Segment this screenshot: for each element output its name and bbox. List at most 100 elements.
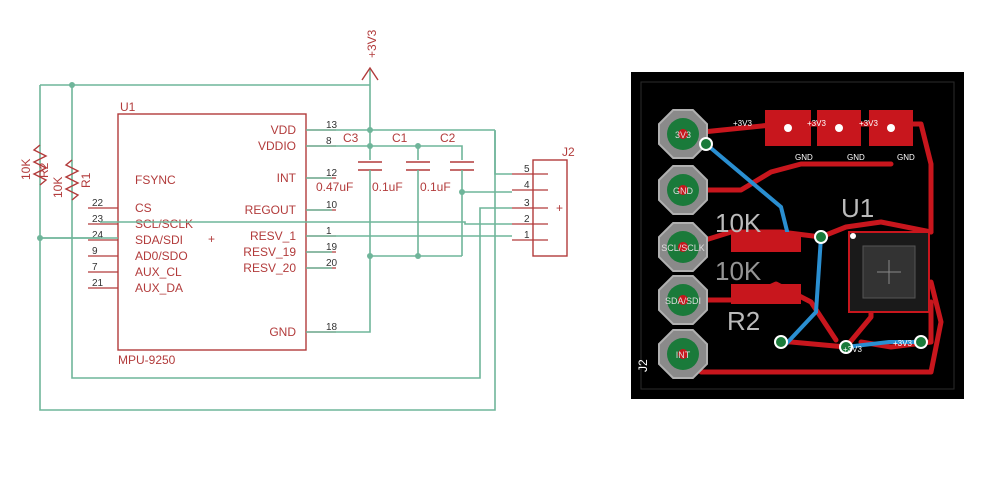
- u1-left-pin: 7 AUX_CL: [88, 262, 182, 279]
- pin-name: VDD: [271, 123, 297, 137]
- u1-right-pin-group: 13VDD8VDDIO12INT10REGOUT1RESV_119RESV_19…: [243, 120, 337, 339]
- pin-number: 21: [92, 278, 104, 289]
- pcb-net-label: +3V3: [733, 119, 752, 128]
- pin-number: 23: [92, 214, 104, 225]
- pcb-resistor-label-2: 10K: [715, 256, 762, 286]
- u1-origin-mark: +: [208, 232, 215, 246]
- pcb-resistor-label-1: 10K: [715, 208, 762, 238]
- capacitor-c3: C3 0.47uF: [316, 131, 382, 194]
- pcb-vias: [699, 137, 928, 354]
- pin-number: 24: [92, 230, 104, 241]
- pin-number: 2: [524, 214, 530, 225]
- pin-number: 1: [524, 230, 530, 241]
- u1-body: [117, 113, 307, 351]
- pin-number: 22: [92, 198, 104, 209]
- pcb-net-label: +3V3: [807, 119, 826, 128]
- resistor-r2: 10K: [19, 144, 48, 186]
- pin-name: FSYNC: [135, 173, 176, 187]
- pin-number: 10: [326, 200, 338, 211]
- c3-ref: C3: [343, 131, 359, 145]
- junction: [69, 82, 75, 88]
- u1-value: MPU-9250: [118, 353, 176, 367]
- pin-name: SCL/SCLK: [135, 217, 193, 231]
- u1-left-pin: FSYNC: [135, 173, 176, 187]
- junction: [367, 127, 373, 133]
- pin-number: 1: [326, 226, 332, 237]
- pin-number: 3: [524, 198, 530, 209]
- pin-name: CS: [135, 201, 152, 215]
- pcb-header-pad: GND: [658, 165, 708, 215]
- pin-name: SDA/SDI: [135, 233, 183, 247]
- power-label: +3V3: [365, 29, 379, 58]
- pin-name: AD0/SDO: [135, 249, 188, 263]
- pin-number: 13: [326, 120, 338, 131]
- r1-value: 10K: [51, 177, 65, 198]
- u1-right-pin: 20 RESV_20: [243, 258, 337, 275]
- pcb-resistors: [731, 232, 801, 304]
- c2-value: 0.1uF: [420, 180, 451, 194]
- r2-ref-label: R2: [37, 162, 51, 178]
- j2-pin: 2: [512, 214, 548, 225]
- resistor-r1: 10K: [51, 159, 80, 201]
- pin-number: 20: [326, 258, 338, 269]
- power-symbol-3v3: +3V3: [361, 29, 379, 132]
- capacitor-c1: C1 0.1uF: [372, 131, 430, 194]
- pcb-pad-label: GND: [673, 186, 694, 196]
- pcb-pad-label: INT: [676, 350, 691, 360]
- j2-ref: J2: [562, 145, 575, 159]
- pcb-header-pad: SDA/SDI: [658, 275, 708, 325]
- u1-right-pin: 1 RESV_1: [250, 226, 336, 243]
- pin-number: 8: [326, 136, 332, 147]
- junction: [415, 253, 421, 259]
- connector-j2: J2 + 5 4 3 2 1: [512, 145, 575, 257]
- u1-left-pin: 21 AUX_DA: [88, 278, 183, 295]
- pin-number: 7: [92, 262, 98, 273]
- pcb-header-pad: INT: [658, 329, 708, 379]
- junction: [415, 143, 421, 149]
- pcb-pad-label: SCL/SCLK: [661, 243, 705, 253]
- u1-left-pin: 23 SCL/SCLK: [88, 214, 193, 231]
- pcb-net-label: +3V3: [893, 339, 912, 348]
- pcb-j2-label: J2: [636, 359, 650, 372]
- pcb-header-pad: SCL/SCLK: [658, 222, 708, 272]
- c3-value: 0.47uF: [316, 180, 353, 194]
- pcb-pad-label: 3V3: [675, 130, 691, 140]
- u1-right-pin: 10 REGOUT: [245, 200, 338, 217]
- pin-name: REGOUT: [245, 203, 297, 217]
- junction: [37, 235, 43, 241]
- u1-left-pin: 24 SDA/SDI: [88, 230, 183, 247]
- c2-ref: C2: [440, 131, 456, 145]
- pcb-header-pad: 3V3: [658, 109, 708, 159]
- j2-origin-mark: +: [556, 201, 563, 215]
- r1-ref-label: R1: [79, 172, 93, 188]
- pin-name: AUX_DA: [135, 281, 183, 295]
- pcb-net-label: +3V3: [859, 119, 878, 128]
- pcb-capacitors: [765, 110, 913, 146]
- u1-right-pin: 8 VDDIO: [258, 136, 336, 153]
- pin-name: VDDIO: [258, 139, 296, 153]
- j2-pin: 1: [512, 230, 548, 241]
- pin-number: 19: [326, 242, 338, 253]
- junction: [367, 253, 373, 259]
- pin-name: RESV_1: [250, 229, 296, 243]
- r2-value: 10K: [19, 159, 33, 180]
- pcb-u1-label: U1: [841, 193, 874, 223]
- u1-ref: U1: [120, 100, 136, 114]
- pin-number: 5: [524, 164, 530, 175]
- j2-pin: 4: [512, 180, 548, 191]
- j2-pin: 5: [512, 164, 548, 175]
- pin-name: AUX_CL: [135, 265, 182, 279]
- pin-name: GND: [269, 325, 296, 339]
- pcb-net-label: GND: [897, 153, 915, 162]
- pcb-net-label: +3V3: [843, 345, 862, 354]
- pin-name: RESV_20: [243, 261, 296, 275]
